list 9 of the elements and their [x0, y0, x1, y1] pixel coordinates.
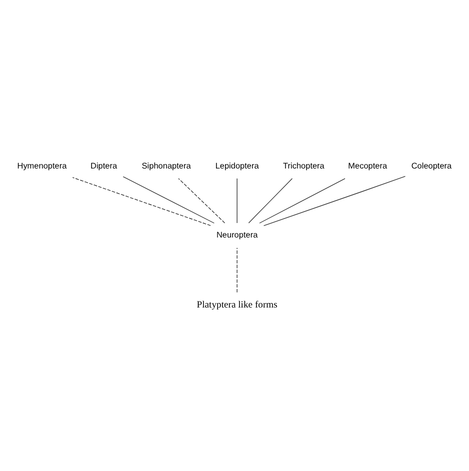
connector [236, 248, 238, 293]
connector [263, 176, 406, 226]
connector [236, 178, 238, 224]
connector [178, 178, 226, 224]
connector [122, 176, 214, 224]
node-text: Platyptera like forms [196, 299, 278, 310]
connector [248, 178, 293, 224]
connector [259, 178, 346, 224]
connector [72, 177, 211, 226]
